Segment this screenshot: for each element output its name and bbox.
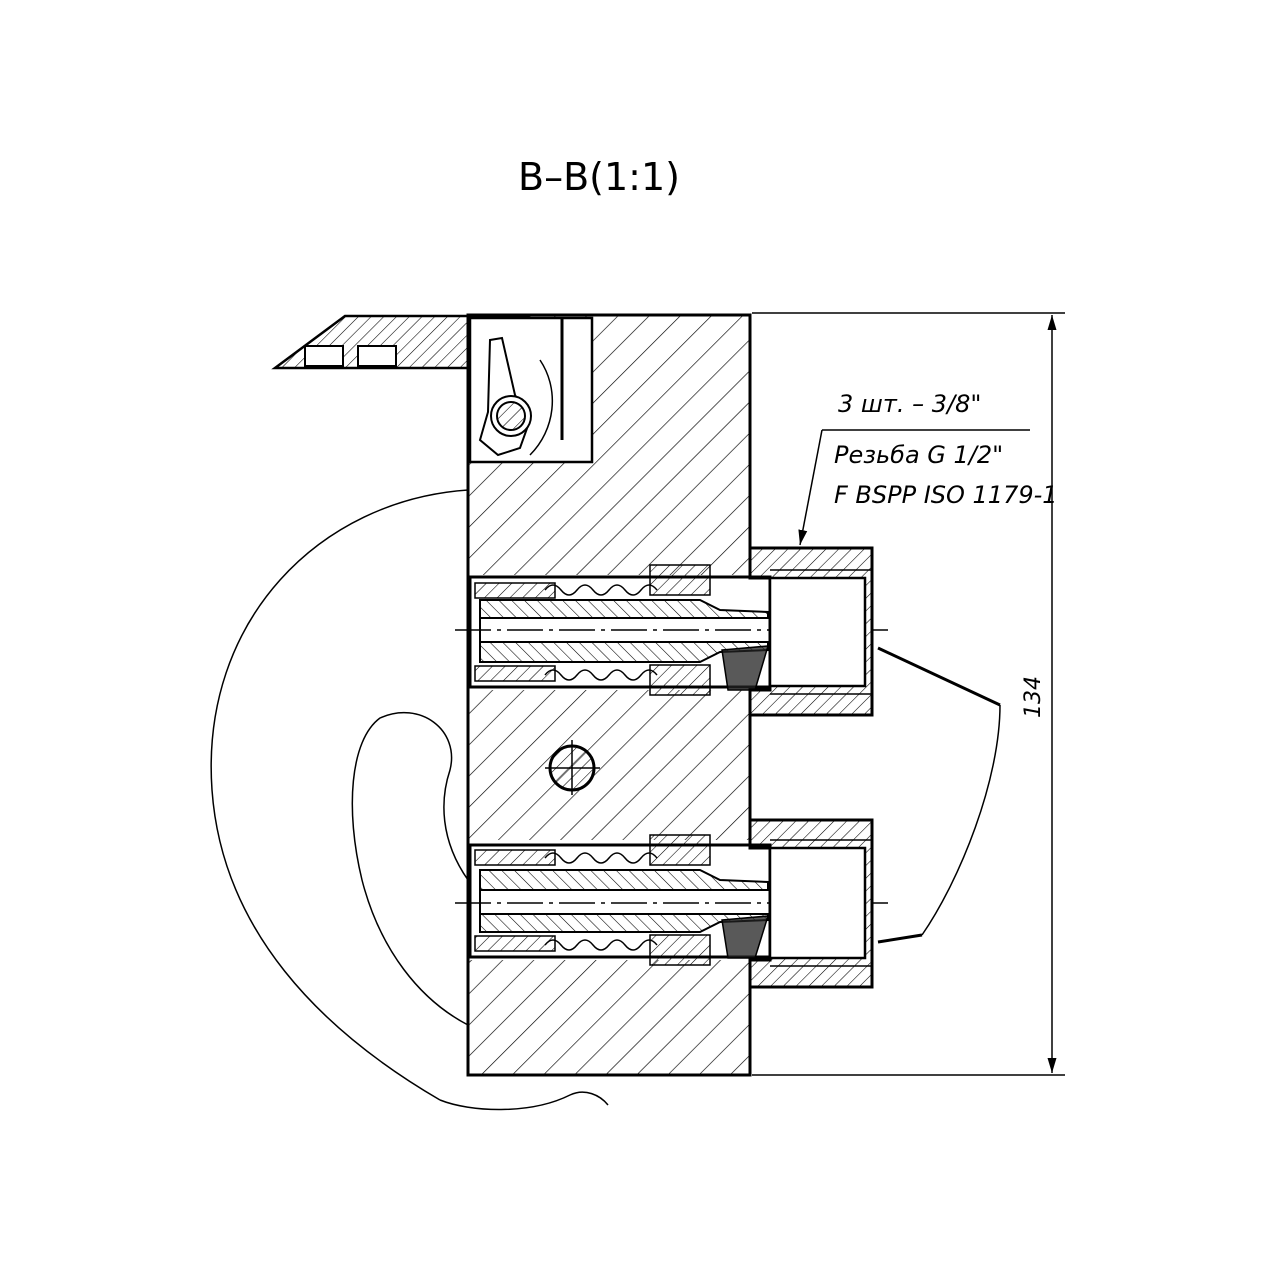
- view-title: B–B(1:1): [518, 155, 680, 199]
- height-dimension: 134: [752, 312, 1065, 1076]
- main-body-section: [466, 313, 770, 1077]
- threaded-port-upper: [748, 546, 874, 717]
- threaded-port-lower: [748, 818, 874, 989]
- lower-coupling: [455, 834, 888, 966]
- quantity-note: 3 шт. – 3/8": [838, 390, 981, 418]
- hose-outline: [210, 489, 609, 1111]
- upper-coupling: [455, 564, 888, 696]
- thread-spec-line-2: F BSPP ISO 1179-1: [834, 481, 1058, 509]
- thread-spec-line-1: Резьба G 1/2": [834, 441, 1003, 469]
- thread-callout: 3 шт. – 3/8" Резьба G 1/2" F BSPP ISO 11…: [798, 390, 1058, 546]
- port-leader-lines: [877, 646, 1001, 944]
- height-dimension-value: 134: [1021, 676, 1046, 718]
